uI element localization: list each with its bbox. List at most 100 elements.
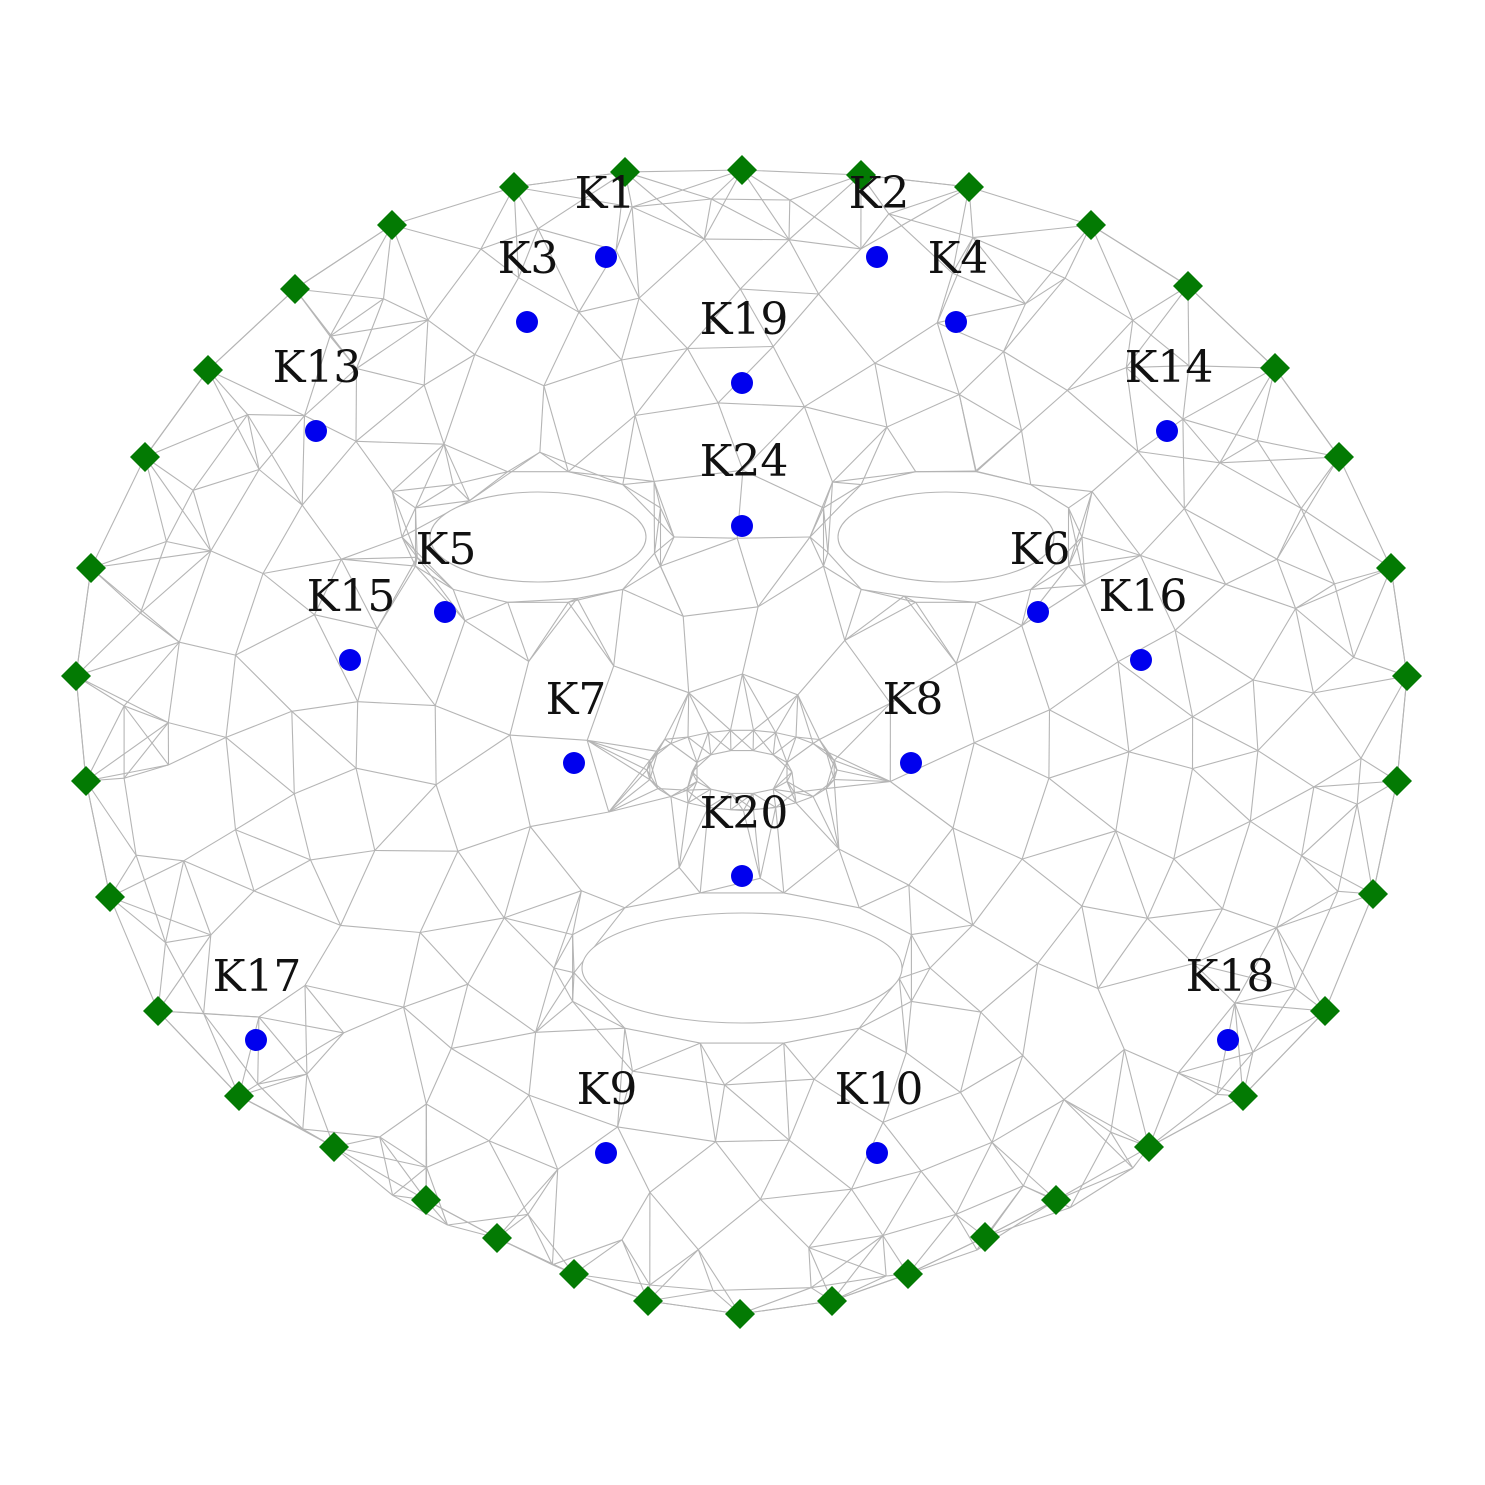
keypoint-label: K7 bbox=[546, 674, 607, 725]
mesh-edge bbox=[620, 297, 640, 361]
mesh-edge bbox=[1081, 491, 1093, 538]
mesh-edge bbox=[376, 628, 436, 706]
mesh-edge bbox=[1115, 830, 1148, 919]
mesh-edge bbox=[860, 426, 888, 485]
mesh-edge bbox=[303, 336, 331, 416]
mesh-edge bbox=[615, 250, 640, 299]
mesh-edge bbox=[622, 552, 655, 590]
mesh-edge bbox=[1117, 661, 1130, 752]
mesh-edge bbox=[649, 779, 672, 797]
mesh-edge bbox=[813, 1078, 884, 1123]
mesh-edge bbox=[109, 896, 159, 1012]
mesh-edge bbox=[704, 238, 790, 241]
mesh-edge bbox=[403, 932, 421, 1008]
mesh-edge bbox=[403, 1006, 452, 1049]
mesh-edge bbox=[991, 1055, 1024, 1143]
mesh-edge bbox=[1022, 1055, 1065, 1100]
mesh-edge bbox=[1219, 440, 1258, 464]
mesh-edge bbox=[775, 694, 799, 733]
keypoint-label: K19 bbox=[700, 294, 789, 345]
mesh-edge bbox=[649, 743, 672, 761]
mesh-edge bbox=[972, 224, 1092, 239]
mesh-edge bbox=[1068, 565, 1086, 586]
mesh-edge bbox=[888, 186, 970, 215]
keypoint-label: K4 bbox=[928, 233, 989, 284]
boundary-marker bbox=[1392, 661, 1422, 691]
mesh-edge bbox=[423, 320, 429, 386]
mesh-edge bbox=[958, 394, 977, 472]
mesh-edge bbox=[908, 884, 974, 926]
boundary-marker bbox=[76, 553, 106, 583]
mesh-edge bbox=[707, 732, 732, 752]
mesh-edge bbox=[752, 809, 761, 879]
mesh-edge bbox=[341, 536, 403, 560]
mesh-edge bbox=[972, 237, 1026, 305]
mesh-edge bbox=[687, 788, 712, 804]
mesh-edge bbox=[788, 199, 791, 240]
mesh-edge bbox=[832, 426, 888, 483]
mesh-edge bbox=[157, 934, 212, 1012]
mesh-edge bbox=[1300, 507, 1392, 569]
mesh-edge bbox=[85, 780, 111, 898]
boundary-marker bbox=[970, 1222, 1000, 1252]
mesh-edge bbox=[304, 415, 357, 442]
mesh-edge bbox=[632, 198, 712, 208]
mesh-edge bbox=[123, 722, 169, 779]
mesh-edge bbox=[1257, 750, 1315, 788]
mesh-edge bbox=[691, 771, 712, 790]
mesh-edge bbox=[144, 369, 209, 458]
boundary-marker bbox=[193, 355, 223, 385]
mesh-edge bbox=[910, 934, 931, 969]
mesh-edge bbox=[167, 642, 180, 723]
mesh-hole bbox=[581, 912, 903, 1024]
mesh-edge bbox=[703, 198, 712, 240]
mesh-edge bbox=[958, 351, 1004, 395]
mesh-edge bbox=[632, 1042, 701, 1072]
mesh-edge bbox=[1115, 751, 1130, 831]
mesh-edge bbox=[488, 1094, 530, 1142]
mesh-edge bbox=[1003, 351, 1023, 431]
mesh-edge bbox=[831, 1273, 909, 1302]
mesh-edge bbox=[851, 1188, 884, 1236]
mesh-edge bbox=[664, 736, 689, 740]
mesh-edge bbox=[355, 768, 376, 851]
mesh-edge bbox=[972, 924, 1038, 964]
mesh-edge bbox=[391, 491, 403, 538]
boundary-marker bbox=[846, 160, 876, 190]
mesh-edge bbox=[959, 1011, 982, 1093]
mesh-edge bbox=[374, 784, 437, 851]
mesh-edge bbox=[247, 414, 260, 470]
mesh-edge bbox=[513, 171, 626, 188]
mesh-edge bbox=[210, 890, 255, 936]
mesh-edge bbox=[392, 484, 454, 492]
mesh-edge bbox=[568, 588, 623, 603]
mesh-edge bbox=[234, 573, 264, 656]
mesh-edge bbox=[882, 1170, 922, 1236]
mesh-edge bbox=[528, 1094, 618, 1128]
mesh-edge bbox=[657, 788, 687, 791]
mesh-edge bbox=[528, 1032, 537, 1096]
mesh-edge bbox=[1066, 389, 1139, 452]
mesh-edge bbox=[860, 186, 970, 250]
mesh-edge bbox=[1069, 1167, 1134, 1209]
mesh-edge bbox=[1067, 507, 1086, 586]
mesh-edge bbox=[889, 781, 954, 829]
mesh-edge bbox=[1182, 419, 1185, 509]
mesh-edge bbox=[165, 490, 194, 542]
mesh-edge bbox=[1063, 1099, 1112, 1133]
mesh-edge bbox=[686, 788, 711, 791]
mesh-edge bbox=[343, 1006, 404, 1034]
boundary-marker bbox=[377, 210, 407, 240]
mesh-edge bbox=[908, 885, 912, 935]
keypoint-marker bbox=[245, 1029, 267, 1051]
mesh-edge bbox=[496, 1237, 575, 1275]
mesh-edge bbox=[528, 601, 569, 662]
mesh-edge bbox=[929, 967, 982, 1013]
keypoint-marker bbox=[339, 649, 361, 671]
mesh-edge bbox=[1193, 962, 1296, 990]
mesh-edge bbox=[955, 663, 975, 743]
mesh-edge bbox=[247, 414, 305, 417]
boundary-marker bbox=[411, 1185, 441, 1215]
mesh-edge bbox=[1081, 536, 1141, 556]
mesh-edge bbox=[135, 855, 167, 943]
